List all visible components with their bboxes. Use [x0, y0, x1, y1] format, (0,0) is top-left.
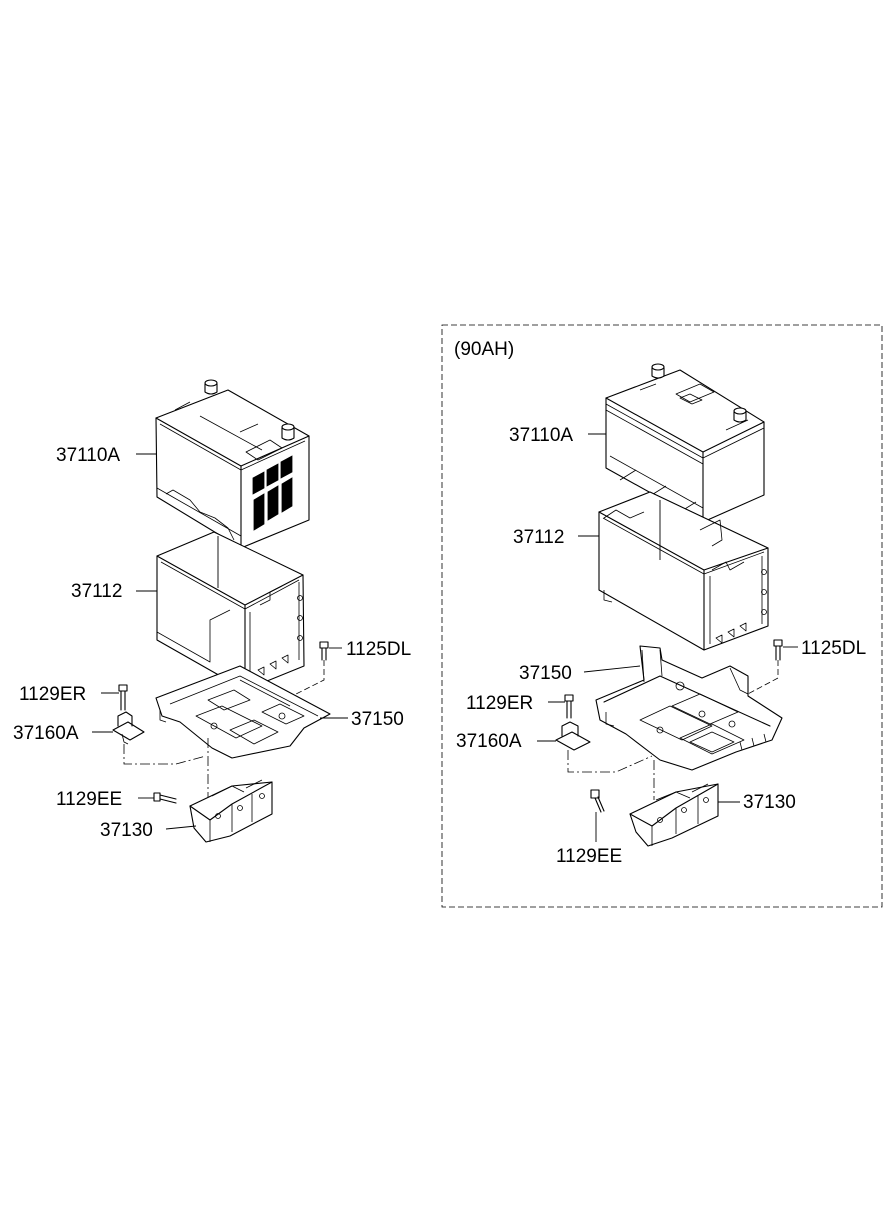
left-cover-drawing	[156, 531, 305, 691]
left-cover-label: 37112	[71, 581, 122, 602]
right-bolt-1129ee-drawing	[590, 789, 605, 813]
right-clamp-drawing	[555, 721, 653, 773]
left-clamp-drawing	[112, 711, 207, 765]
left-battery-drawing	[155, 379, 310, 549]
left-bolt-1129ee-drawing	[153, 792, 177, 804]
right-bracket-drawing	[629, 760, 719, 847]
left-battery-label: 37110A	[56, 445, 120, 466]
left-bracket-label: 37130	[100, 820, 153, 841]
right-bracket-label: 37130	[743, 792, 796, 813]
right-battery-drawing	[605, 363, 765, 523]
right-clamp-label: 37160A	[456, 731, 522, 752]
left-bolt-1125dl-label: 1125DL	[346, 639, 411, 660]
right-cover-label: 37112	[513, 527, 564, 548]
right-bolt-1125dl-drawing	[743, 639, 783, 697]
right-bolt-1129er-label: 1129ER	[466, 693, 533, 714]
left-tray-label: 37150	[351, 709, 404, 730]
left-clamp-label: 37160A	[13, 723, 79, 744]
left-assembly: 37110A 37112 1125DL 1129ER 37160A 37150 …	[13, 379, 411, 843]
variant-group-frame	[441, 324, 883, 908]
right-cover-drawing	[598, 491, 769, 651]
left-bolt-1129er-drawing	[118, 684, 128, 711]
right-tray-label: 37150	[519, 663, 572, 684]
right-bolt-1129ee-label: 1129EE	[556, 846, 622, 867]
right-assembly: (90AH)	[441, 324, 883, 908]
left-bolt-1129ee-label: 1129EE	[56, 789, 122, 810]
right-bolt-1125dl-label: 1125DL	[801, 638, 866, 659]
left-tray-drawing	[155, 665, 331, 759]
right-battery-label: 37110A	[509, 425, 573, 446]
left-bracket-drawing	[189, 738, 273, 843]
variant-group-title: (90AH)	[454, 339, 514, 360]
left-bolt-1125dl-drawing	[295, 641, 329, 695]
right-bolt-1129er-drawing	[564, 694, 574, 719]
left-bolt-1129er-label: 1129ER	[19, 684, 86, 705]
right-tray-drawing	[595, 645, 783, 771]
